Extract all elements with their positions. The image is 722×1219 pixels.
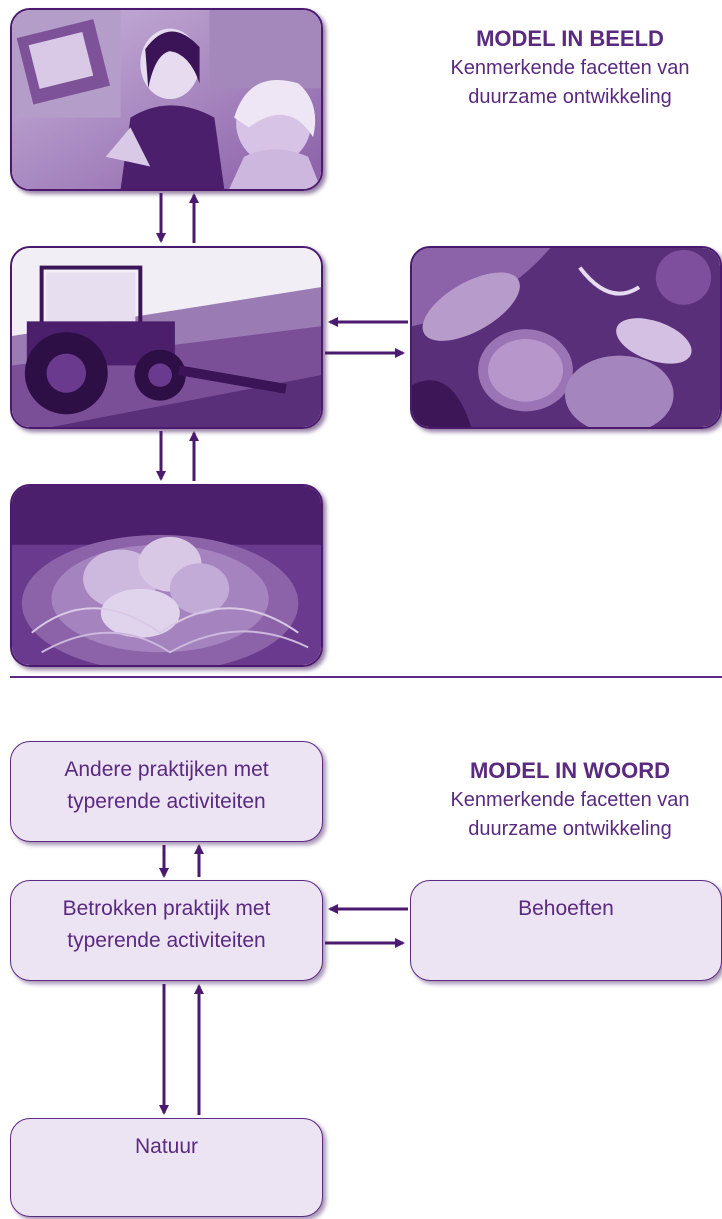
bottom-connector-arrows [0,0,722,1219]
